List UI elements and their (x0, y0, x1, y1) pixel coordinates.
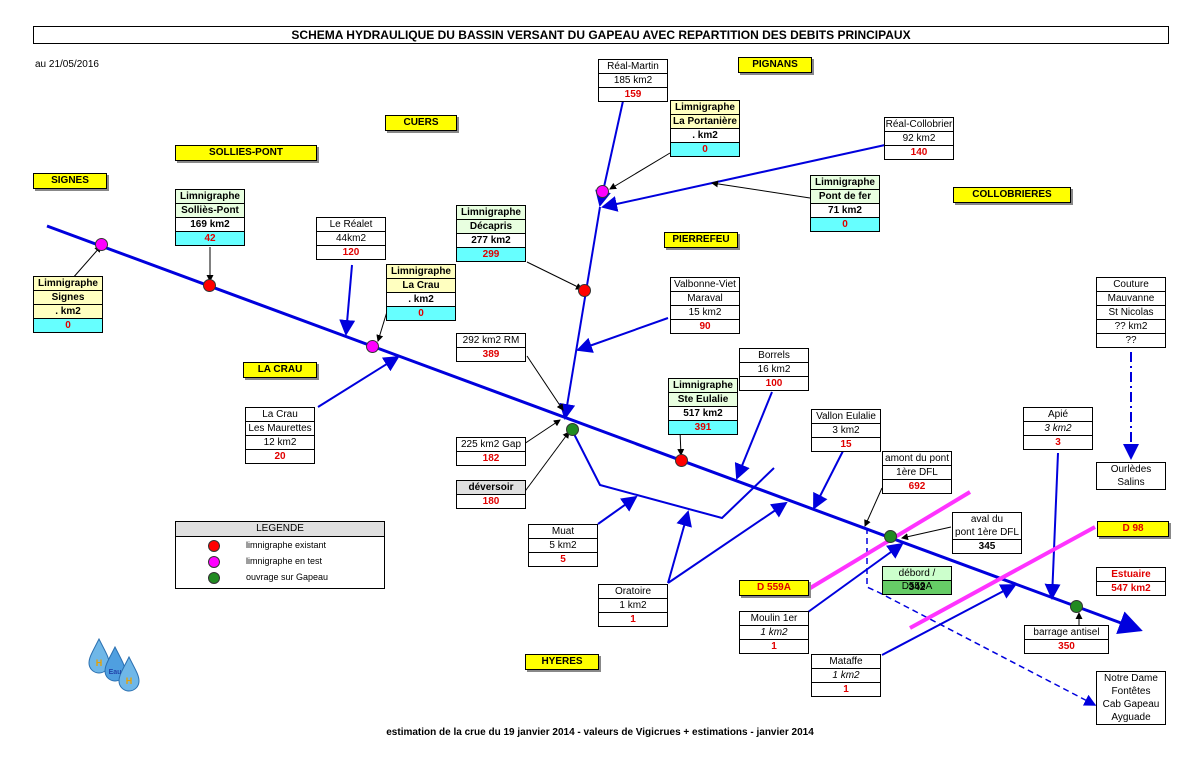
valbonne-river (576, 317, 669, 353)
box-estuaire[interactable]: Estuaire 547 km2 (1096, 567, 1166, 596)
vallon-eulalie-river (813, 450, 844, 510)
debord-overflow (866, 528, 1097, 706)
red-dot-icon (208, 540, 220, 552)
legend-item-test: limnigraphe en test (176, 553, 384, 569)
road-label-d98: D 98 (1097, 521, 1169, 537)
limnigraph-marker-steulalie[interactable] (675, 454, 688, 467)
box-lim-lacrau[interactable]: Limnigraphe La Crau . km2 0 (386, 264, 456, 321)
box-apie[interactable]: Apié 3 km2 3 (1023, 407, 1093, 450)
box-lim-steulalie[interactable]: Limnigraphe Ste Eulalie 517 km2 391 (668, 378, 738, 435)
mataffe-river (881, 584, 1017, 656)
green-dot-icon (208, 572, 220, 584)
box-lim-decapris[interactable]: Limnigraphe Décapris 277 km2 299 (456, 205, 526, 262)
place-cuers: CUERS (385, 115, 457, 131)
box-vallon-eulalie[interactable]: Vallon Eulalie 3 km2 15 (811, 409, 881, 452)
box-lim-sollies[interactable]: Limnigraphe Solliès-Pont 169 km2 42 (175, 189, 245, 246)
box-lim-signes[interactable]: Limnigraphe Signes . km2 0 (33, 276, 103, 333)
place-la-crau: LA CRAU (243, 362, 317, 378)
box-lim-portaniere[interactable]: Limnigraphe La Portanière . km2 0 (670, 100, 740, 157)
diagram-title: SCHEMA HYDRAULIQUE DU BASSIN VERSANT DU … (33, 26, 1169, 44)
eau-h-logo: H Eau H (88, 637, 140, 692)
muat-river (597, 495, 638, 525)
box-mataffe[interactable]: Mataffe 1 km2 1 (811, 654, 881, 697)
structure-marker-pont-dfl[interactable] (884, 530, 897, 543)
structure-marker-deversoir[interactable] (566, 423, 579, 436)
road-d98 (909, 525, 1096, 630)
box-couture[interactable]: Couture Mauvanne St Nicolas ?? km2 ?? (1096, 277, 1166, 348)
svg-text:H: H (96, 658, 103, 668)
place-collobrieres: COLLOBRIERES (953, 187, 1071, 203)
gapeau-main-river (46, 224, 1143, 634)
box-lim-pontdefer[interactable]: Limnigraphe Pont de fer 71 km2 0 (810, 175, 880, 232)
box-aval-pont[interactable]: aval du pont 1ère DFL 345 (952, 512, 1022, 554)
svg-text:Eau: Eau (109, 669, 122, 676)
footer-note: estimation de la crue du 19 janvier 2014… (386, 727, 814, 738)
real-martin-lower (559, 206, 601, 420)
place-pignans: PIGNANS (738, 57, 812, 73)
moulin-river (796, 542, 904, 621)
maurettes-river (317, 355, 400, 408)
box-real-collobrier[interactable]: Réal-Collobrier 92 km2 140 (884, 117, 954, 160)
date-label: au 21/05/2016 (35, 59, 99, 70)
box-oratoire[interactable]: Oratoire 1 km2 1 (598, 584, 668, 627)
realet-river (339, 264, 356, 336)
box-valbonne[interactable]: Valbonne-Viet Maraval 15 km2 90 (670, 277, 740, 334)
apie-river (1044, 452, 1061, 600)
road-label-d559a: D 559A (739, 580, 809, 596)
oratoire-river-2 (667, 501, 788, 584)
box-muat[interactable]: Muat 5 km2 5 (528, 524, 598, 567)
oratoire-river (667, 510, 692, 584)
borrels-river (734, 391, 773, 480)
box-lacrau-maurettes[interactable]: La Crau Les Maurettes 12 km2 20 (245, 407, 315, 464)
box-notre-dame[interactable]: Notre Dame Fontêtes Cab Gapeau Ayguade (1096, 671, 1166, 725)
deversoir-channel (571, 429, 775, 520)
magenta-dot-icon (208, 556, 220, 568)
box-borrels[interactable]: Borrels 16 km2 100 (739, 348, 809, 391)
place-sollies-pont: SOLLIES-PONT (175, 145, 317, 161)
box-ourledes[interactable]: Ourlèdes Salins (1096, 462, 1166, 490)
limnigraph-test-marker-lacrau[interactable] (366, 340, 379, 353)
debord-value: 342 (883, 581, 951, 594)
box-gap225[interactable]: 225 km2 Gap 182 (456, 437, 526, 466)
limnigraph-marker-sollies[interactable] (203, 279, 216, 292)
place-pierrefeu: PIERREFEU (664, 232, 738, 248)
box-moulin[interactable]: Moulin 1er 1 km2 1 (739, 611, 809, 654)
structure-marker-barrage[interactable] (1070, 600, 1083, 613)
legend-item-structure: ouvrage sur Gapeau (176, 569, 384, 585)
limnigraph-marker-decapris[interactable] (578, 284, 591, 297)
place-hyeres: HYERES (525, 654, 599, 670)
box-realet[interactable]: Le Réalet 44km2 120 (316, 217, 386, 260)
place-signes: SIGNES (33, 173, 107, 189)
box-rm292[interactable]: 292 km2 RM 389 (456, 333, 526, 362)
legend: LEGENDE limnigraphe existant limnigraphe… (175, 521, 385, 589)
svg-text:H: H (126, 676, 133, 686)
real-collobrier-river (601, 144, 886, 212)
legend-item-existing: limnigraphe existant (176, 537, 384, 553)
box-deversoir[interactable]: déversoir 180 (456, 480, 526, 509)
box-amont-pont[interactable]: amont du pont 1ère DFL 692 (882, 451, 952, 494)
legend-title: LEGENDE (176, 522, 384, 537)
limnigraph-test-marker-signes[interactable] (95, 238, 108, 251)
box-real-martin[interactable]: Réal-Martin 185 km2 159 (598, 59, 668, 102)
limnigraph-test-marker-portaniere[interactable] (596, 185, 609, 198)
box-barrage[interactable]: barrage antisel 350 (1024, 625, 1109, 654)
